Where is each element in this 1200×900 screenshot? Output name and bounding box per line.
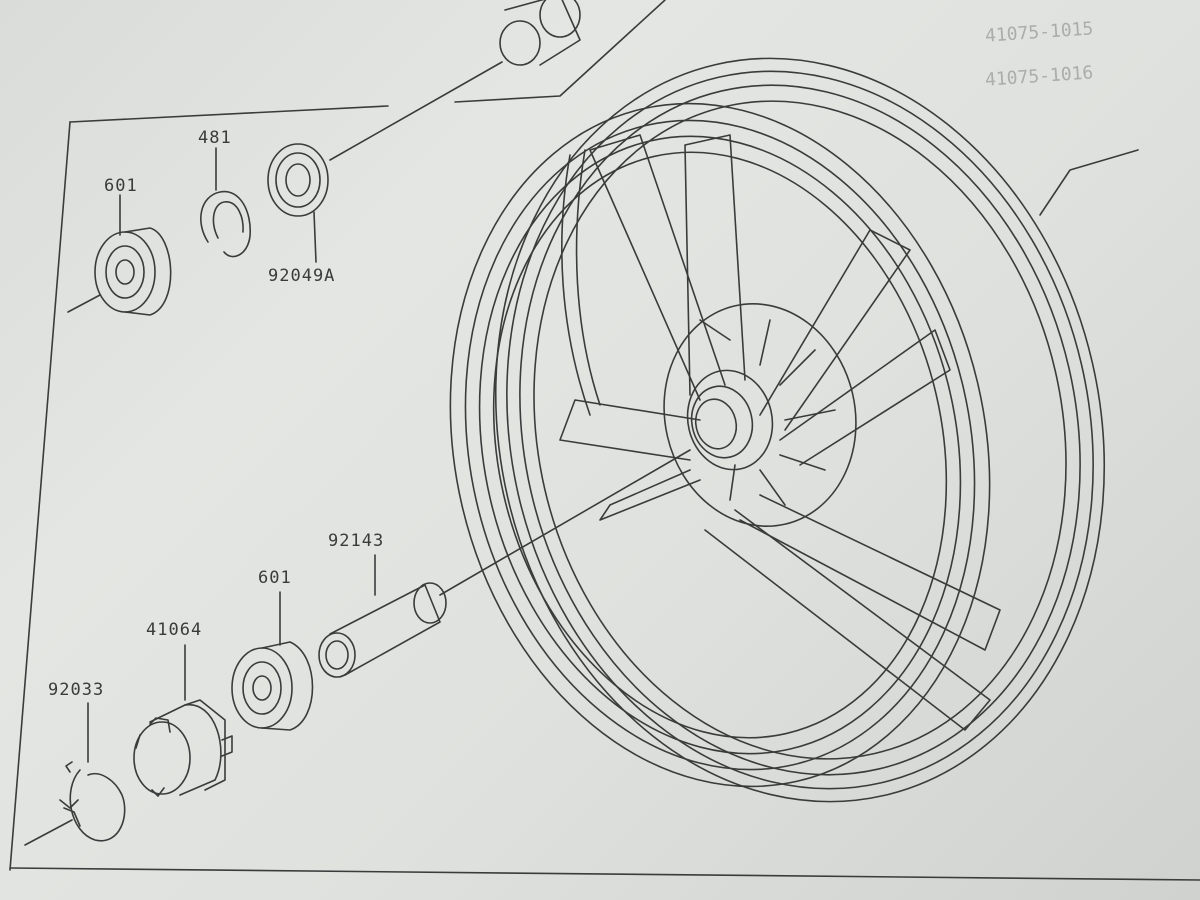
- part-label-92143: 92143: [328, 531, 385, 551]
- collar-41064: [133, 699, 233, 797]
- leader-92033-axis: [24, 819, 73, 846]
- frame-bottom-border: [9, 867, 1200, 881]
- leader-top-sleeve: [329, 61, 503, 161]
- frame-left-border: [69, 105, 389, 123]
- frame-left-vertical: [9, 121, 71, 871]
- part-label-601-top: 601: [104, 176, 138, 196]
- part-label-92049a: 92049A: [268, 266, 336, 286]
- frame-top-right: [454, 0, 666, 103]
- axle-spacer-92143: [318, 582, 447, 678]
- part-label-601-bottom: 601: [258, 568, 292, 588]
- bearing-601-bottom: [231, 641, 314, 731]
- axle-line: [439, 449, 691, 596]
- wheel-rim: [494, 57, 1106, 803]
- leader-92049a: [313, 211, 317, 263]
- leader-wheel-ref: [1039, 149, 1139, 216]
- bearing-601-top: [94, 227, 172, 316]
- oil-seal-92049a: [267, 143, 329, 217]
- part-label-41064: 41064: [146, 620, 203, 640]
- part-label-92033: 92033: [48, 680, 105, 700]
- wheel-rim-front: [449, 102, 991, 788]
- top-spacer-sleeve: [499, 0, 581, 66]
- circlip-481: [200, 190, 251, 258]
- circlip-92033: [59, 761, 126, 842]
- wheel-hub: [663, 302, 857, 528]
- leader-601-top-axis: [67, 294, 101, 313]
- part-label-481: 481: [198, 128, 232, 148]
- wheel-spokes: [559, 134, 1001, 731]
